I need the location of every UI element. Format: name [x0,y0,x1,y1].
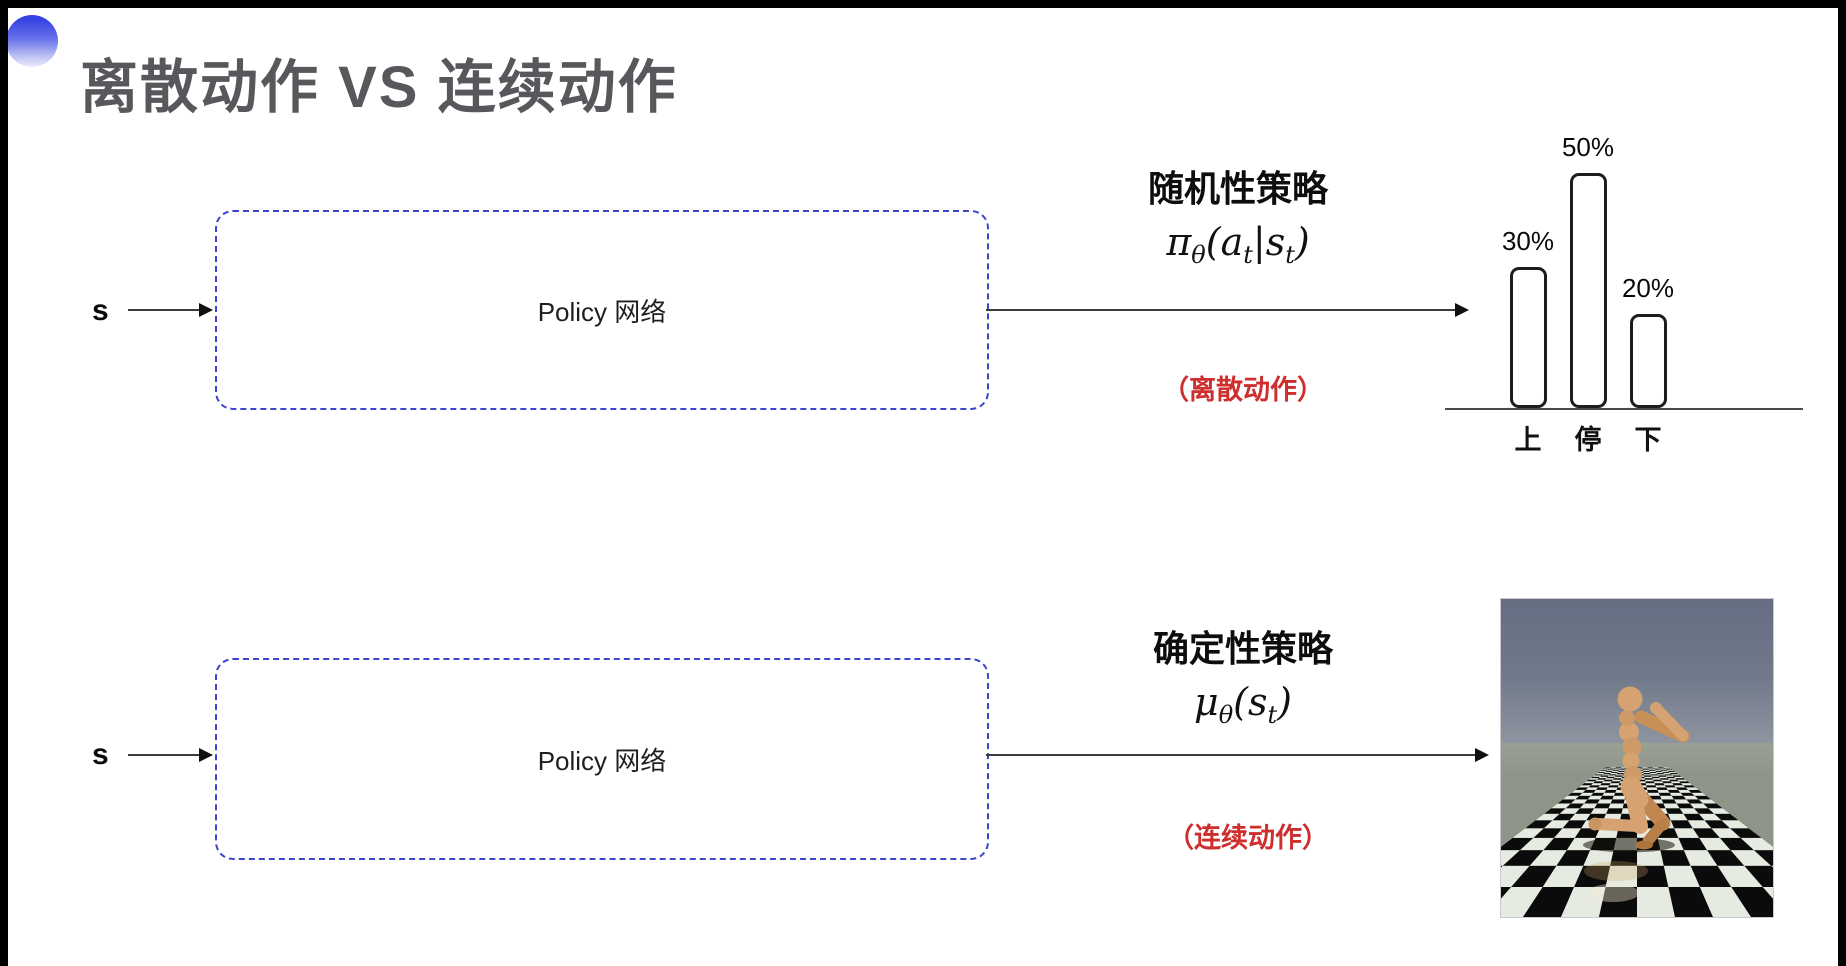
arrow-policy-to-output-top [986,303,1469,317]
robot-shadow [1583,837,1675,853]
policy-network-box-bottom: Policy 网络 [215,658,989,860]
slide-canvas: 离散动作 VS 连续动作 s Policy 网络 随机性策略 πθ(at|st)… [8,8,1838,966]
arrow-state-to-policy-bottom [128,748,213,762]
bar-value-up: 30% [1501,226,1555,256]
bar-down [1629,314,1667,408]
formula-theta-sub-b: θ [1218,701,1234,729]
category-label-up: 上 [1514,425,1542,455]
page-title: 离散动作 VS 连续动作 [80,55,678,120]
deterministic-policy-title: 确定性策略 [1152,628,1333,669]
state-input-label-bottom: s [92,738,109,771]
category-label-down: 下 [1634,425,1662,455]
formula-close: ) [1294,220,1310,264]
discrete-action-note: （离散动作） [1162,375,1324,405]
bar-value-stop: 50% [1561,132,1615,162]
bar-value-down: 20% [1621,273,1675,303]
continuous-action-note: （连续动作） [1167,823,1329,853]
formula-open-a: (a [1205,220,1244,264]
formula-bar-s: |s [1252,220,1286,264]
formula-close-b: ) [1277,680,1292,724]
humanoid-simulation-image [1500,598,1774,918]
blue-circle-decoration-icon [8,15,58,67]
bar-stop [1569,173,1607,408]
formula-open-s: (s [1233,680,1268,724]
deterministic-policy-formula: μθ(st) [1118,680,1368,729]
formula-theta-sub: θ [1191,241,1206,269]
arrow-policy-to-output-bottom [986,748,1489,762]
policy-network-label-bottom: Policy 网络 [537,745,667,776]
policy-network-box-top: Policy 网络 [215,210,989,410]
humanoid-robot-figure [1501,686,1773,902]
arrow-state-to-policy-top [128,303,213,317]
formula-pi: π [1166,220,1192,264]
stochastic-policy-formula: πθ(at|st) [1108,220,1368,269]
formula-mu: μ [1194,680,1219,724]
category-label-stop: 停 [1574,425,1602,455]
formula-t-sub-b: t [1267,701,1278,729]
bar-up [1509,267,1547,408]
formula-t-sub2: t [1285,241,1295,269]
chart-baseline [1445,408,1803,410]
state-input-label-top: s [92,294,109,327]
stochastic-policy-title: 随机性策略 [1147,168,1328,209]
policy-network-label-top: Policy 网络 [537,296,667,327]
formula-t-sub: t [1243,241,1253,269]
action-probability-bar-chart: 30% 50% 20% 上 停 下 [1445,103,1805,455]
